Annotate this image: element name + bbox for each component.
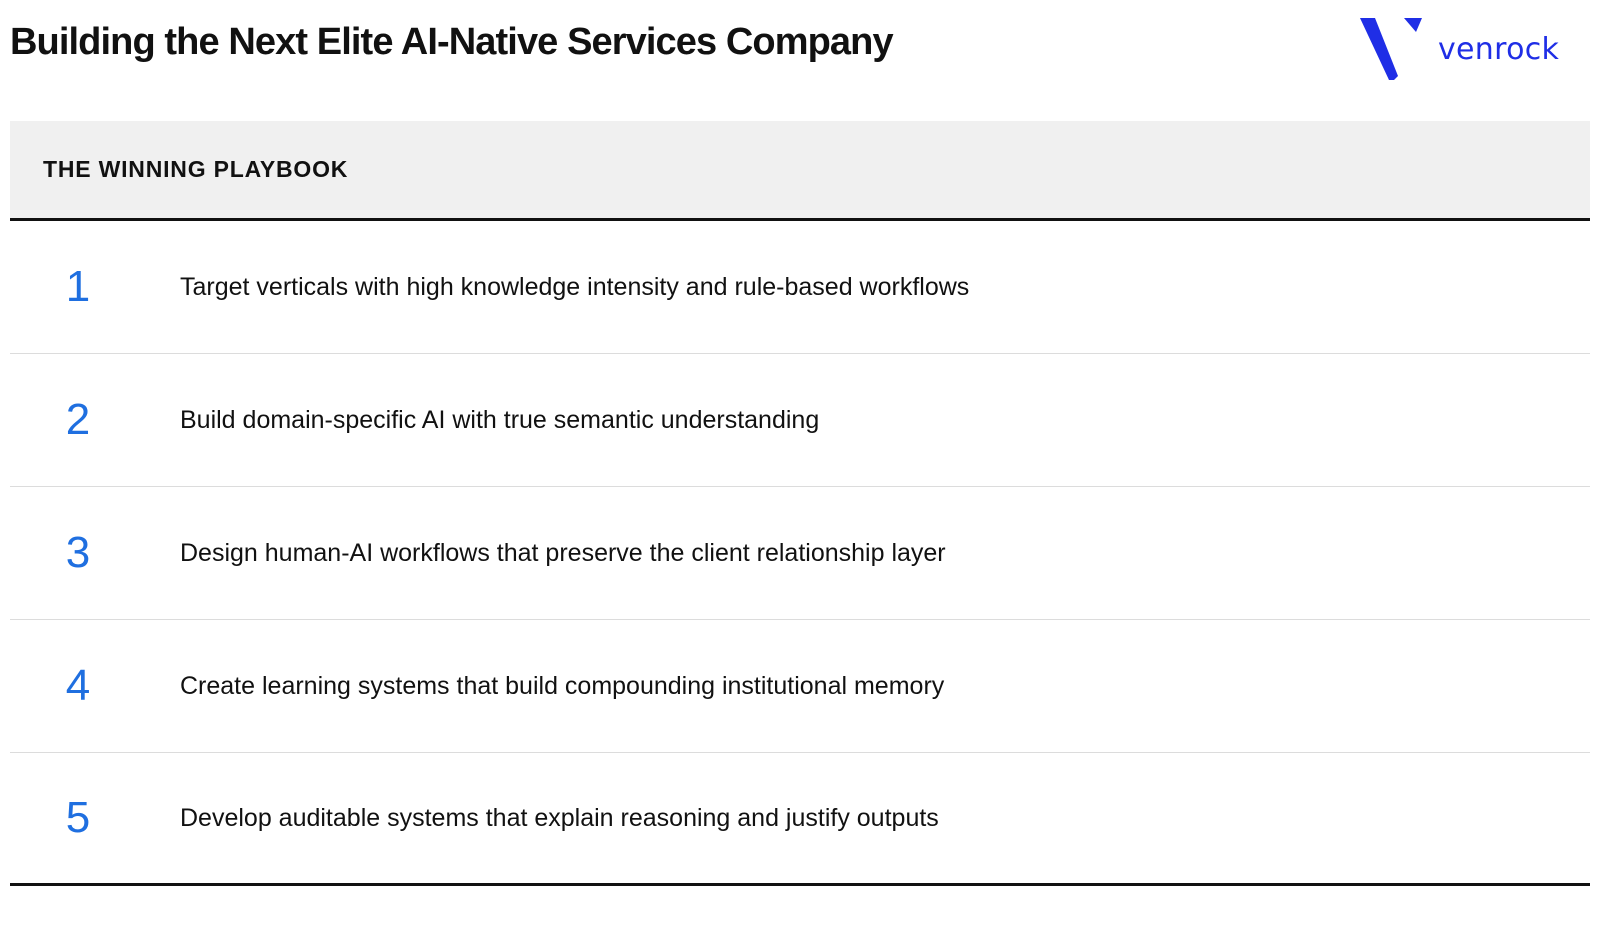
item-number: 3 — [65, 528, 91, 577]
venrock-logo: venrock — [1360, 16, 1570, 86]
playbook-item-1: 1 Target verticals with high knowledge i… — [10, 221, 1590, 354]
playbook-heading: THE WINNING PLAYBOOK — [43, 156, 349, 182]
item-text: Build domain-specific AI with true seman… — [180, 406, 820, 434]
playbook-item-4: 4 Create learning systems that build com… — [10, 620, 1590, 753]
item-number: 1 — [65, 262, 91, 311]
playbook-table: THE WINNING PLAYBOOK 1 Target verticals … — [10, 121, 1590, 886]
item-number: 5 — [65, 793, 91, 842]
playbook-item-5: 5 Develop auditable systems that explain… — [10, 753, 1590, 886]
playbook-item-2: 2 Build domain-specific AI with true sem… — [10, 354, 1590, 487]
venrock-v-logo-icon — [1360, 18, 1422, 80]
playbook-header: THE WINNING PLAYBOOK — [10, 121, 1590, 221]
playbook-list: 1 Target verticals with high knowledge i… — [10, 221, 1590, 886]
item-text: Design human-AI workflows that preserve … — [180, 539, 946, 567]
playbook-item-3: 3 Design human-AI workflows that preserv… — [10, 487, 1590, 620]
item-number: 2 — [65, 395, 91, 444]
item-text: Create learning systems that build compo… — [180, 672, 945, 700]
venrock-wordmark: venrock — [1438, 32, 1560, 67]
item-number: 4 — [65, 661, 91, 710]
item-text: Target verticals with high knowledge int… — [180, 273, 970, 301]
item-text: Develop auditable systems that explain r… — [180, 804, 939, 832]
page-title: Building the Next Elite AI-Native Servic… — [10, 21, 894, 63]
